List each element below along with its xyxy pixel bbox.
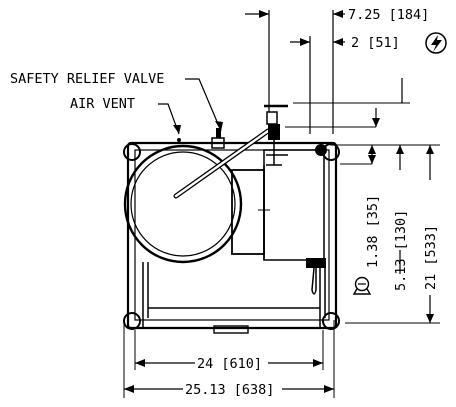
inner-width-value: 24 [610] bbox=[197, 356, 262, 372]
gas-connection-value: 1.38 [35] bbox=[365, 195, 381, 268]
safety-relief-valve-leader bbox=[185, 78, 222, 132]
air-vent-label: AIR VENT bbox=[70, 96, 135, 112]
safety-relief-valve-label: SAFETY RELIEF VALVE bbox=[10, 71, 164, 87]
top-offset-dimension: 7.25 [184] bbox=[245, 7, 429, 134]
air-vent-arrow bbox=[173, 125, 181, 134]
valve-extension-lines bbox=[285, 78, 410, 128]
top-electrical-value: 2 [51] bbox=[351, 35, 400, 51]
top-offset-value: 7.25 [184] bbox=[348, 7, 429, 23]
gas-connection-icon bbox=[352, 276, 372, 295]
right-dimensions: 1.38 [35] 5.13 [130] 21 [533] bbox=[330, 144, 440, 324]
electrical-lightning-icon bbox=[425, 32, 447, 54]
mid-height-value: 5.13 [130] bbox=[393, 210, 409, 291]
bottom-dimensions: 24 [610] 25.13 [638] bbox=[123, 320, 335, 398]
outer-width-value: 25.13 [638] bbox=[185, 382, 274, 398]
air-vent-leader bbox=[158, 103, 180, 135]
top-electrical-dimension: 2 [51] bbox=[290, 32, 447, 134]
unit-body bbox=[123, 104, 340, 334]
total-height-value: 21 [533] bbox=[423, 225, 439, 290]
